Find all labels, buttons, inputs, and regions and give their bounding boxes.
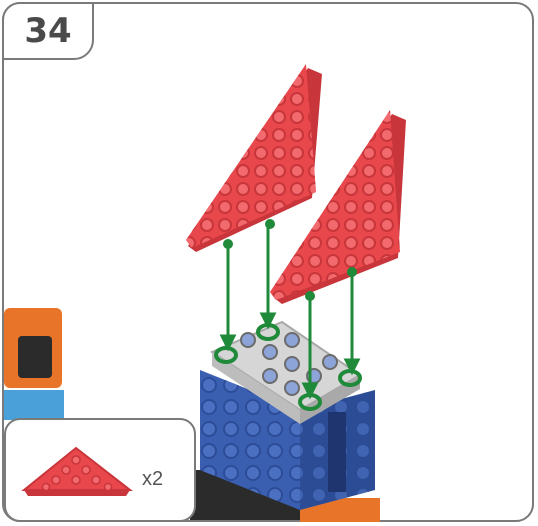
parts-quantity: x2 [142,468,163,491]
step-number: 34 [24,11,71,51]
red-triangle-plate-icon [16,440,142,510]
parts-needed-box: x2 [4,418,196,522]
step-number-badge: 34 [2,2,94,60]
red-triangle-plate-left [186,64,322,252]
